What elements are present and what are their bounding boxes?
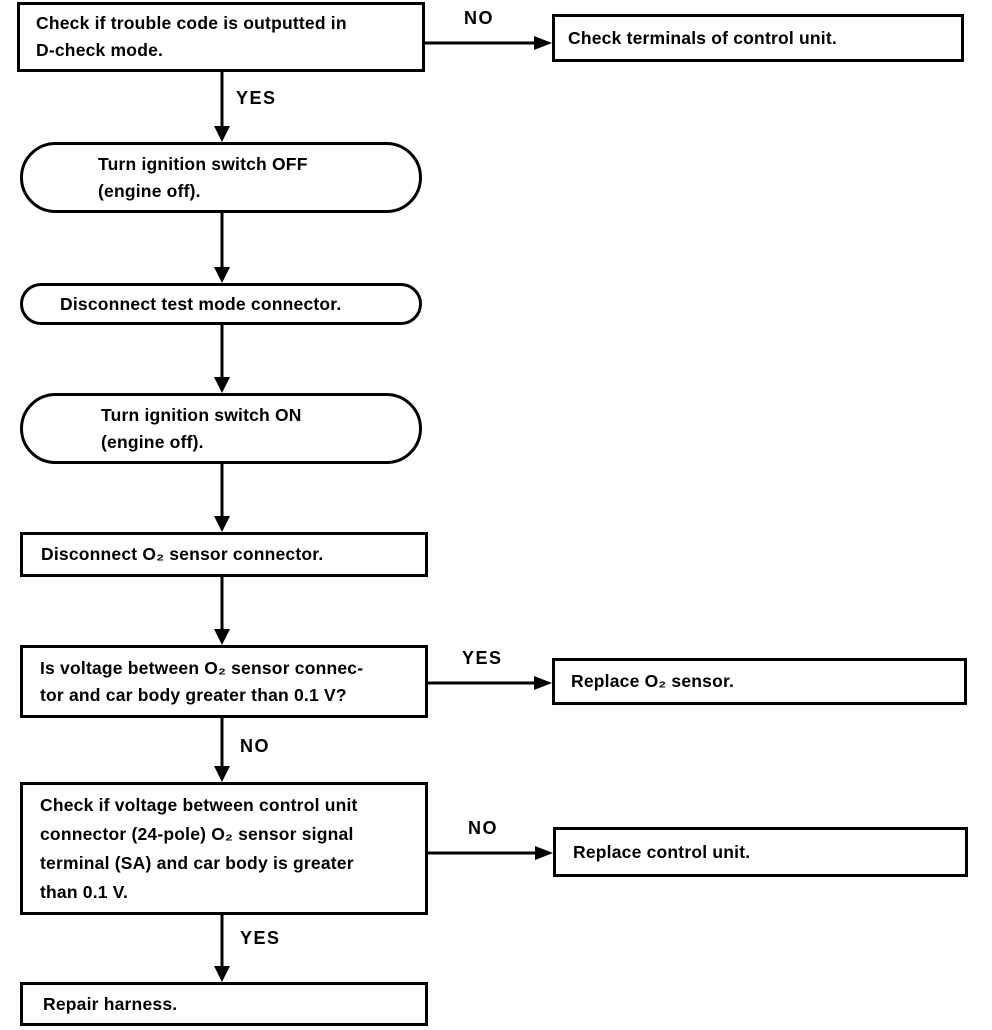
node-turn-ignition-off: Turn ignition switch OFF (engine off). (20, 142, 422, 213)
arrow-disconnect-o2-to-voltage-q (214, 577, 230, 645)
arrow-ignition-off-to-test-mode (214, 213, 230, 283)
arrow-trouble-to-ignition-off (214, 72, 230, 142)
node-replace-o2-sensor: Replace O₂ sensor. (552, 658, 967, 705)
edge-label-yes-repair-harness: YES (240, 928, 281, 948)
edge-label-no-check-terminals: NO (464, 8, 494, 28)
edge-label-no-replace-control-unit: NO (468, 818, 498, 838)
node-disconnect-o2-connector: Disconnect O₂ sensor connector. (20, 532, 428, 577)
node-replace-control-unit: Replace control unit. (553, 827, 968, 877)
arrow-cu-voltage-to-replace-cu (428, 846, 553, 860)
node-voltage-question: Is voltage between O₂ sensor connec- tor… (20, 645, 428, 718)
node-control-unit-voltage-check: Check if voltage between control unit co… (20, 782, 428, 915)
arrow-trouble-to-check-terminals (425, 36, 552, 50)
arrow-voltage-q-to-replace-sensor (428, 676, 552, 690)
node-disconnect-test-mode: Disconnect test mode connector. (20, 283, 422, 325)
node-turn-ignition-on: Turn ignition switch ON (engine off). (20, 393, 422, 464)
arrow-ignition-on-to-disconnect-o2 (214, 464, 230, 532)
arrow-cu-voltage-to-repair-harness (214, 915, 230, 982)
arrow-test-mode-to-ignition-on (214, 325, 230, 393)
edge-label-yes-ignition-off: YES (236, 88, 277, 108)
node-repair-harness: Repair harness. (20, 982, 428, 1026)
edge-label-no-control-unit-check: NO (240, 736, 270, 756)
arrow-voltage-q-to-cu-voltage (214, 718, 230, 782)
node-check-trouble-code: Check if trouble code is outputted in D-… (17, 2, 425, 72)
node-check-terminals: Check terminals of control unit. (552, 14, 964, 62)
edge-label-yes-replace-sensor: YES (462, 648, 503, 668)
